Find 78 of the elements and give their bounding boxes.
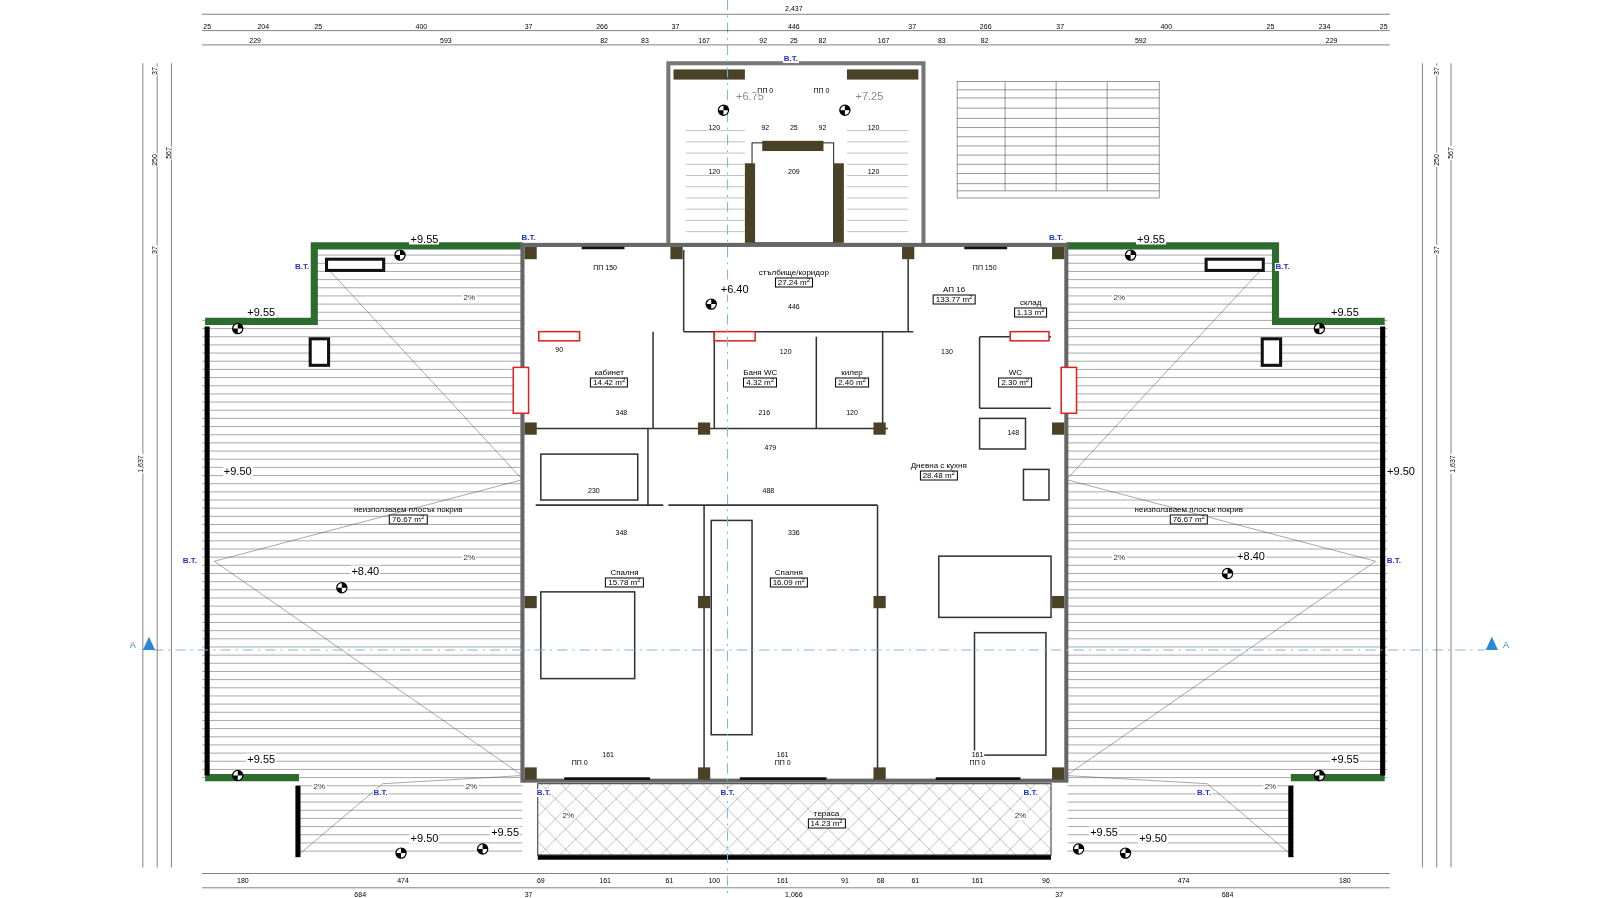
room-name: Спалня (610, 568, 639, 577)
room-area-value: 2.30 m$^{2}$ (998, 377, 1033, 388)
level-mark: +9.55 (1329, 753, 1360, 765)
level-mark: +6.40 (719, 283, 750, 295)
slope-value: 2% (561, 812, 576, 821)
level-mark: +9.55 (1089, 826, 1119, 838)
room-label (758, 268, 829, 288)
section-mark: А (1502, 640, 1511, 650)
room-label (1013, 298, 1048, 318)
room-area-value: 76.67 m$^{2}$ (389, 514, 428, 525)
section-mark: А (128, 640, 137, 650)
drain-mark: В.Т. (1195, 788, 1213, 797)
room-label (769, 568, 808, 588)
drain-mark: В.Т. (181, 557, 198, 566)
slope-value: 2% (1112, 293, 1127, 302)
room-area-value: 15.78 m$^{2}$ (605, 577, 644, 588)
room-area-value: 28.48 m$^{2}$ (919, 470, 958, 481)
room-name: Дневна с кухня (910, 461, 967, 470)
room-name: стълбище/коридор (758, 268, 829, 277)
level-mark: +9.50 (222, 465, 253, 477)
room-area-value: 76.67 m$^{2}$ (1169, 514, 1208, 525)
drain-mark: В.Т. (1385, 557, 1402, 566)
level-mark: +9.55 (246, 306, 277, 318)
room-label (998, 368, 1033, 388)
room-name: склад (1019, 298, 1042, 307)
drain-mark: В.Т. (520, 233, 537, 242)
level-mark: +9.55 (1329, 306, 1360, 318)
level-mark: +9.50 (1386, 465, 1416, 477)
room-name: неизползваем плосък покрив (1134, 505, 1243, 514)
room-area-value: 1.13 m$^{2}$ (1013, 307, 1048, 318)
drain-mark: В.Т. (293, 263, 311, 272)
room-area-value: 27.24 m$^{2}$ (774, 277, 813, 288)
room-name: WC (1008, 368, 1022, 377)
level-mark: +9.50 (1138, 832, 1168, 844)
room-label (932, 285, 976, 305)
room-label (743, 368, 778, 388)
room-name: тераса (813, 809, 840, 818)
room-name: кабинет (594, 368, 624, 377)
room-area-value: 2.40 m$^{2}$ (835, 377, 869, 388)
room-label (807, 809, 846, 829)
room-name: Спалня (774, 568, 803, 577)
room-name: АП 16 (943, 285, 966, 294)
room-area-value: 133.77 m$^{2}$ (932, 294, 976, 305)
level-mark: +9.55 (409, 233, 440, 245)
drain-mark: В.Т. (1274, 263, 1291, 272)
level-mark: +8.40 (350, 565, 381, 577)
room-label (590, 368, 629, 388)
slope-value: 2% (312, 782, 327, 791)
room-label (910, 461, 967, 481)
drain-mark: В.Т. (1048, 233, 1065, 242)
room-area-value: 14.23 m$^{2}$ (807, 818, 846, 829)
room-name: неизползваем плосък покрив (353, 505, 463, 514)
level-mark: +9.55 (246, 753, 277, 765)
room-label (353, 505, 463, 525)
slope-value: 2% (464, 782, 479, 791)
room-label (1134, 505, 1243, 525)
room-label (835, 368, 869, 388)
slope-value: 2% (462, 293, 477, 302)
drain-mark: В.Т. (372, 788, 389, 797)
room-area-value: 4.32 m$^{2}$ (743, 377, 778, 388)
drain-mark: В.Т. (719, 788, 736, 797)
room-label (605, 568, 644, 588)
slope-value: 2% (1013, 812, 1028, 821)
level-mark: +9.50 (409, 832, 440, 844)
drain-mark: В.Т. (1022, 788, 1039, 797)
drain-mark: В.Т. (782, 55, 799, 64)
room-name: килер (841, 368, 863, 377)
level-mark: +7.25 (854, 90, 885, 102)
level-mark: +9.55 (490, 826, 520, 838)
level-mark: +9.55 (1136, 233, 1166, 245)
room-name: Баня WC (743, 368, 778, 377)
level-mark: +8.40 (1236, 550, 1266, 562)
slope-value: 2% (1263, 782, 1278, 791)
slope-value: 2% (1112, 554, 1127, 563)
room-area-value: 16.09 m$^{2}$ (769, 577, 808, 588)
room-area-value: 14.42 m$^{2}$ (590, 377, 629, 388)
drain-mark: В.Т. (535, 788, 552, 797)
slope-value: 2% (462, 554, 477, 563)
